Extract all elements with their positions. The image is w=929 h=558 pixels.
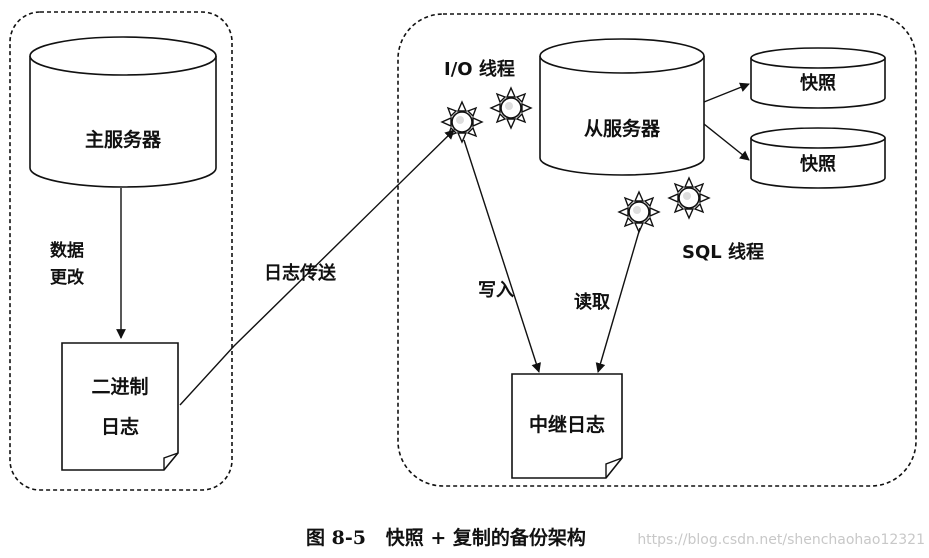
binary-log-document bbox=[61, 342, 179, 471]
watermark-text: https://blog.csdn.net/shenchaohao12321 bbox=[637, 532, 925, 548]
sql-thread-gear-icon bbox=[618, 191, 660, 233]
sql-thread-label: SQL 线程 bbox=[682, 241, 764, 263]
relay-log-label: 中继日志 bbox=[529, 413, 605, 436]
io-thread-gear-icon bbox=[490, 87, 532, 129]
slave-server-cylinder bbox=[539, 38, 705, 176]
binary-log-label-1: 二进制 bbox=[91, 375, 148, 398]
write-label: 写入 bbox=[478, 280, 514, 301]
slave-server-label: 从服务器 bbox=[584, 117, 661, 140]
master-container bbox=[9, 11, 233, 491]
log-shipping-arrow bbox=[179, 129, 455, 406]
master-server-cylinder bbox=[29, 36, 217, 188]
relay-log-document bbox=[511, 373, 623, 479]
snapshot-label-2: 快照 bbox=[800, 153, 836, 175]
sql-thread-gear-icon bbox=[668, 177, 710, 219]
snapshot-cylinder-2 bbox=[750, 127, 886, 189]
slave-container bbox=[397, 13, 917, 487]
snapshot-arrow-1 bbox=[703, 82, 750, 103]
data-change-label-2: 更改 bbox=[50, 267, 85, 288]
figure-caption: 图 8-5 快照 + 复制的备份架构 bbox=[306, 526, 586, 549]
io-thread-gear-icon bbox=[441, 101, 483, 143]
data-change-label-1: 数据 bbox=[50, 240, 84, 261]
write-arrow bbox=[463, 139, 541, 373]
read-label: 读取 bbox=[574, 291, 611, 313]
snapshot-label-1: 快照 bbox=[800, 72, 836, 94]
io-thread-label: I/O 线程 bbox=[444, 58, 515, 80]
log-shipping-label: 日志传送 bbox=[264, 262, 337, 284]
binary-log-label-2: 日志 bbox=[101, 415, 139, 438]
snapshot-arrow-2 bbox=[703, 123, 750, 161]
read-arrow bbox=[595, 227, 641, 373]
snapshot-cylinder-1 bbox=[750, 47, 886, 109]
master-server-label: 主服务器 bbox=[85, 128, 162, 151]
